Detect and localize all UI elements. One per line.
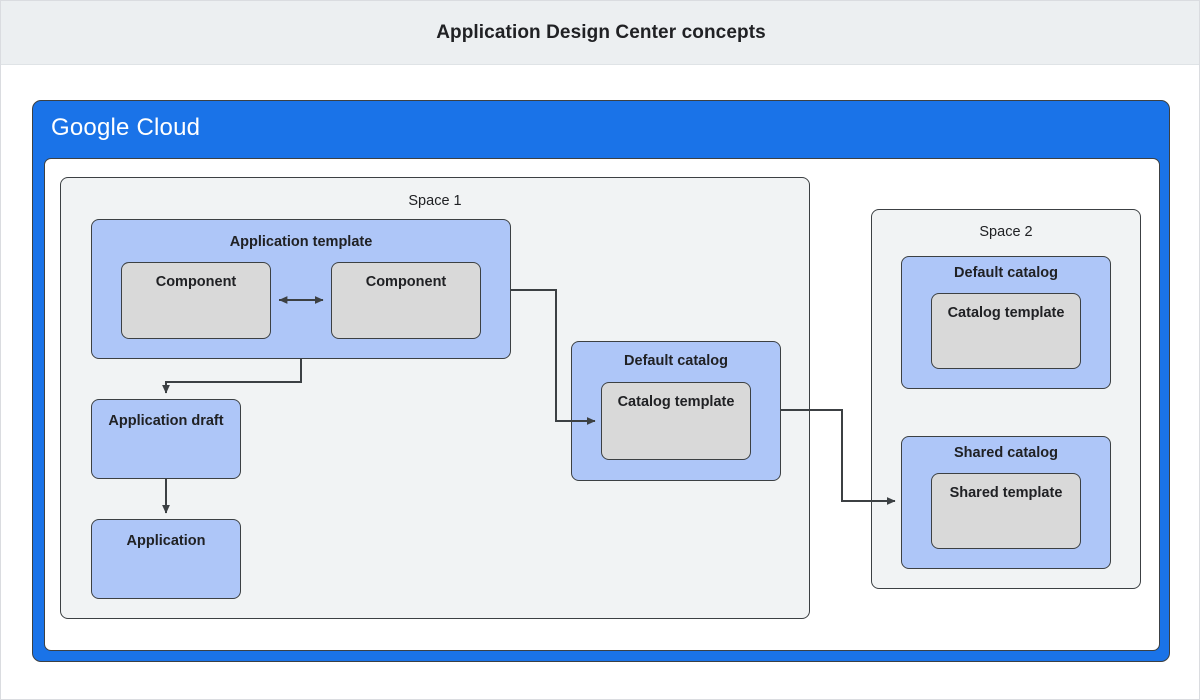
page-header: Application Design Center concepts: [1, 1, 1199, 65]
component-1-label: Component: [155, 274, 237, 290]
google-cloud-logo: Google Cloud: [51, 114, 200, 142]
application-draft-box[interactable]: Application draft: [91, 399, 241, 479]
catalog-template-space2-label: Catalog template: [947, 305, 1065, 321]
shared-template-box[interactable]: Shared template: [931, 473, 1081, 549]
catalog-template-space1-label: Catalog template: [617, 394, 735, 410]
component-2-label: Component: [365, 274, 447, 290]
default-catalog-space2-label: Default catalog: [954, 265, 1058, 281]
default-catalog-space1-label: Default catalog: [624, 353, 728, 369]
application-draft-label: Application draft: [108, 413, 224, 429]
page-title: Application Design Center concepts: [436, 21, 766, 43]
application-box[interactable]: Application: [91, 519, 241, 599]
application-template-label: Application template: [229, 234, 373, 250]
space-2-label: Space 2: [979, 224, 1033, 240]
catalog-template-box-space2[interactable]: Catalog template: [931, 293, 1081, 369]
cloud-wordmark: Cloud: [136, 114, 201, 141]
shared-catalog-label: Shared catalog: [954, 445, 1058, 461]
space-1-label: Space 1: [408, 193, 462, 209]
component-box-2[interactable]: Component: [331, 262, 481, 339]
catalog-template-box-space1[interactable]: Catalog template: [601, 382, 751, 460]
application-label: Application: [126, 533, 206, 549]
component-box-1[interactable]: Component: [121, 262, 271, 339]
shared-template-label: Shared template: [949, 485, 1063, 501]
google-wordmark: Google: [51, 114, 130, 141]
